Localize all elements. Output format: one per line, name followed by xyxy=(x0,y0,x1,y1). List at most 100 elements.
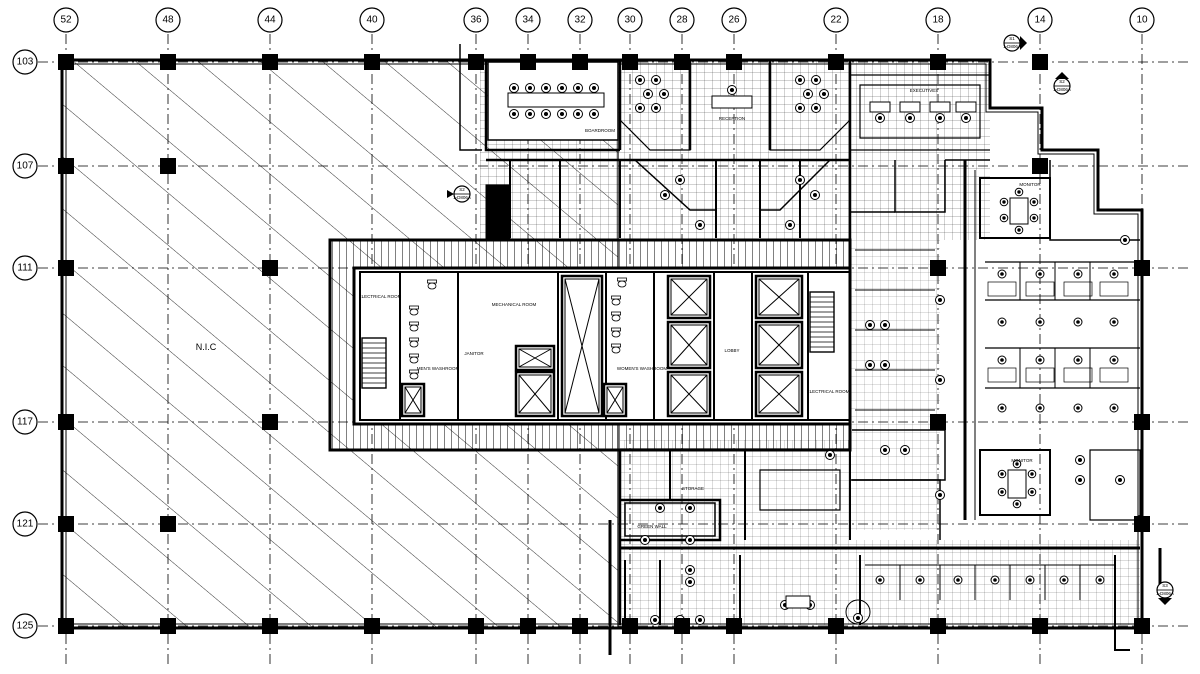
shaft-box xyxy=(754,320,804,370)
shaft-box xyxy=(514,370,556,418)
chair xyxy=(541,83,551,93)
chair xyxy=(865,360,875,370)
structural-column xyxy=(58,618,74,634)
grid-bubble-col-22: 22 xyxy=(823,7,849,33)
structural-column xyxy=(726,54,742,70)
structural-column xyxy=(1134,414,1150,430)
shaft-box xyxy=(602,382,628,418)
grid-bubble-row-103: 103 xyxy=(12,49,38,75)
chair xyxy=(1035,269,1045,279)
shaft-box xyxy=(754,274,804,320)
electrical-room-left-label: ELECTRICAL ROOM xyxy=(359,294,402,299)
chair xyxy=(1025,575,1035,585)
executives-label: EXECUTIVES xyxy=(910,88,939,93)
electrical-room-right-label: ELECTRICAL ROOM xyxy=(807,389,850,394)
chair xyxy=(727,85,737,95)
chair xyxy=(915,575,925,585)
grid-bubble-col-36: 36 xyxy=(463,7,489,33)
svg-text:40: 40 xyxy=(366,15,378,26)
chair xyxy=(1120,235,1130,245)
svg-text:52: 52 xyxy=(60,15,72,26)
janitor-label: JANITOR xyxy=(464,351,484,356)
svg-text:121: 121 xyxy=(17,519,34,530)
structural-column xyxy=(674,618,690,634)
structural-column xyxy=(364,618,380,634)
structural-column xyxy=(160,158,176,174)
structural-column xyxy=(58,54,74,70)
table xyxy=(785,595,811,609)
grid-bubble-col-32: 32 xyxy=(567,7,593,33)
structural-column xyxy=(160,618,176,634)
structural-column xyxy=(930,414,946,430)
table xyxy=(711,95,753,109)
toilet-fixture xyxy=(617,277,627,288)
structural-column xyxy=(930,618,946,634)
structural-column xyxy=(262,54,278,70)
structural-column xyxy=(262,414,278,430)
svg-text:S2: S2 xyxy=(1059,79,1065,84)
structural-column xyxy=(572,618,588,634)
chair xyxy=(1109,355,1119,365)
chair xyxy=(1109,269,1119,279)
structural-column xyxy=(726,618,742,634)
chair xyxy=(1027,487,1037,497)
grid-bubble-col-48: 48 xyxy=(155,7,181,33)
structural-column xyxy=(520,618,536,634)
chair xyxy=(880,320,890,330)
reception-label: RECEPTION xyxy=(719,116,745,121)
section-mark-s1: S1 1-D806A xyxy=(1003,34,1027,52)
table xyxy=(869,101,891,113)
toilet-fixture xyxy=(409,305,419,316)
structural-column xyxy=(520,54,536,70)
chair xyxy=(811,75,821,85)
grid-bubble-row-107: 107 xyxy=(12,153,38,179)
grid-bubble-col-14: 14 xyxy=(1027,7,1053,33)
chair xyxy=(685,503,695,513)
chair xyxy=(1073,317,1083,327)
workstation-desk xyxy=(987,281,1017,297)
mechanical-room-label: MECHANICAL ROOM xyxy=(492,302,537,307)
svg-text:S3: S3 xyxy=(1162,583,1168,588)
workstation-desk xyxy=(1025,281,1055,297)
section-mark-s2-left: S2 1-D806A xyxy=(447,185,471,203)
chair xyxy=(803,89,813,99)
chair xyxy=(1073,403,1083,413)
toilet-fixture xyxy=(611,327,621,338)
chair xyxy=(865,320,875,330)
chair xyxy=(675,175,685,185)
monitor-lower-label: MONITOR xyxy=(1011,458,1033,463)
table xyxy=(1007,469,1027,499)
chair xyxy=(961,113,971,123)
chair xyxy=(640,535,650,545)
toilet-fixture xyxy=(427,279,437,290)
svg-text:18: 18 xyxy=(932,15,944,26)
chair xyxy=(651,75,661,85)
chair xyxy=(853,613,863,623)
structural-column xyxy=(930,54,946,70)
svg-text:107: 107 xyxy=(17,161,34,172)
toilet-fixture xyxy=(409,369,419,380)
grid-bubble-col-44: 44 xyxy=(257,7,283,33)
chair xyxy=(997,469,1007,479)
chair xyxy=(997,317,1007,327)
chair xyxy=(1075,475,1085,485)
chair xyxy=(935,295,945,305)
chair xyxy=(935,113,945,123)
chair xyxy=(795,103,805,113)
grid-bubble-row-117: 117 xyxy=(12,409,38,435)
nic-label: N.I.C xyxy=(196,342,217,352)
chair xyxy=(1109,317,1119,327)
workstation-desk xyxy=(1063,367,1093,383)
structural-column xyxy=(262,260,278,276)
workstation-desk xyxy=(1063,281,1093,297)
structural-column xyxy=(468,618,484,634)
chair xyxy=(953,575,963,585)
chair xyxy=(525,109,535,119)
svg-text:32: 32 xyxy=(574,15,586,26)
structural-column xyxy=(1134,618,1150,634)
stairs xyxy=(361,291,835,389)
chair xyxy=(1029,213,1039,223)
chair xyxy=(997,269,1007,279)
structural-column xyxy=(160,516,176,532)
chair xyxy=(1109,403,1119,413)
